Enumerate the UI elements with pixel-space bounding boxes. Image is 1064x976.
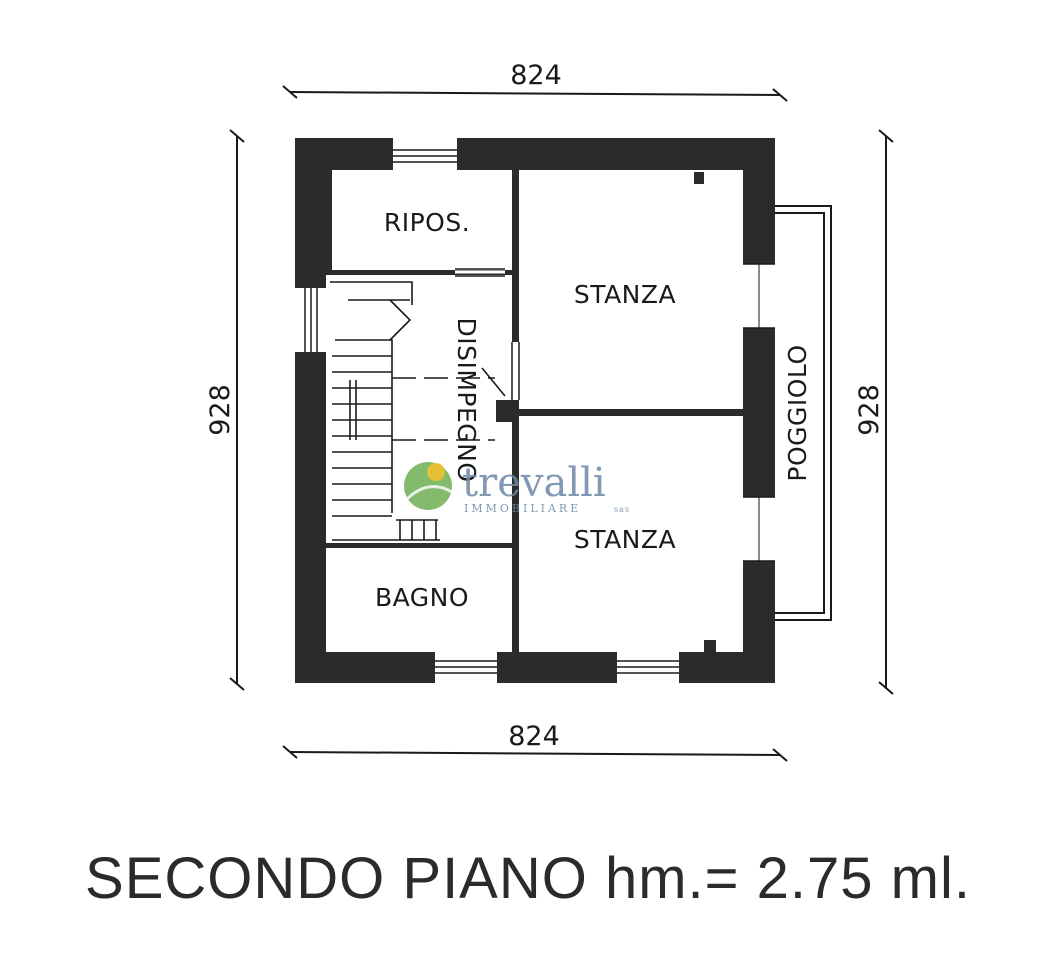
dimension-bottom xyxy=(282,745,788,762)
dimension-left xyxy=(229,129,245,691)
room-label-bagno: BAGNO xyxy=(375,583,469,612)
watermark-brand: trevalli xyxy=(462,460,606,506)
room-label-poggiolo: POGGIOLO xyxy=(783,344,812,481)
staircase xyxy=(330,281,506,541)
watermark-sub: IMMOBILIARE xyxy=(464,502,581,515)
interior-walls xyxy=(326,170,743,652)
dimension-right-label: 928 xyxy=(854,384,885,436)
dimension-left-label: 928 xyxy=(205,384,236,436)
window-top xyxy=(393,138,457,170)
watermark-logo xyxy=(404,462,453,510)
window-bottom-right xyxy=(617,652,679,683)
door-upper-stanza-balcony xyxy=(743,263,775,329)
window-left xyxy=(295,288,326,352)
dimension-right xyxy=(878,129,894,695)
balcony-railing xyxy=(775,205,832,621)
door-marks xyxy=(455,268,520,400)
room-label-stanza-upper: STANZA xyxy=(574,280,676,309)
door-lower-stanza-balcony xyxy=(743,496,775,562)
window-bottom-left xyxy=(435,652,497,683)
floor-caption: SECONDO PIANO hm.= 2.75 ml. xyxy=(85,846,971,911)
room-label-ripos: RIPOS. xyxy=(384,208,470,237)
room-label-disimpegno: DISIMPEGNO xyxy=(452,317,481,482)
dimension-top xyxy=(282,85,788,102)
watermark-sub-suffix: sas xyxy=(614,505,630,514)
dimension-top-label: 824 xyxy=(510,60,562,91)
dimension-bottom-label: 824 xyxy=(508,721,560,752)
room-label-stanza-lower: STANZA xyxy=(574,525,676,554)
